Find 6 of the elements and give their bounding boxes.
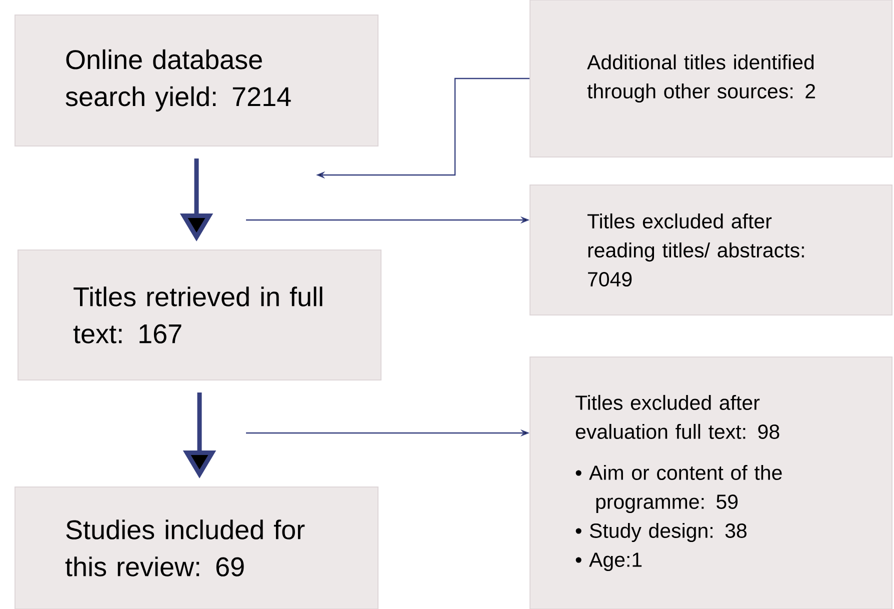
text-box: Titles retrieved in full text: 167 [18, 250, 382, 380]
text-box: Studies included for this review: 69 [14, 486, 378, 609]
text-box: Titles excluded after reading titles/ abstracts: 7049 [530, 184, 892, 316]
text-box: Online database search yield: 7214 [14, 14, 378, 146]
text-box: Additional titles identified through other sources: 2 [530, 0, 892, 158]
text-box: Titles excluded after evaluation full text: 98 • Aim or content of the programme: 59 • Study design: 38 • Age:1 [530, 356, 892, 609]
